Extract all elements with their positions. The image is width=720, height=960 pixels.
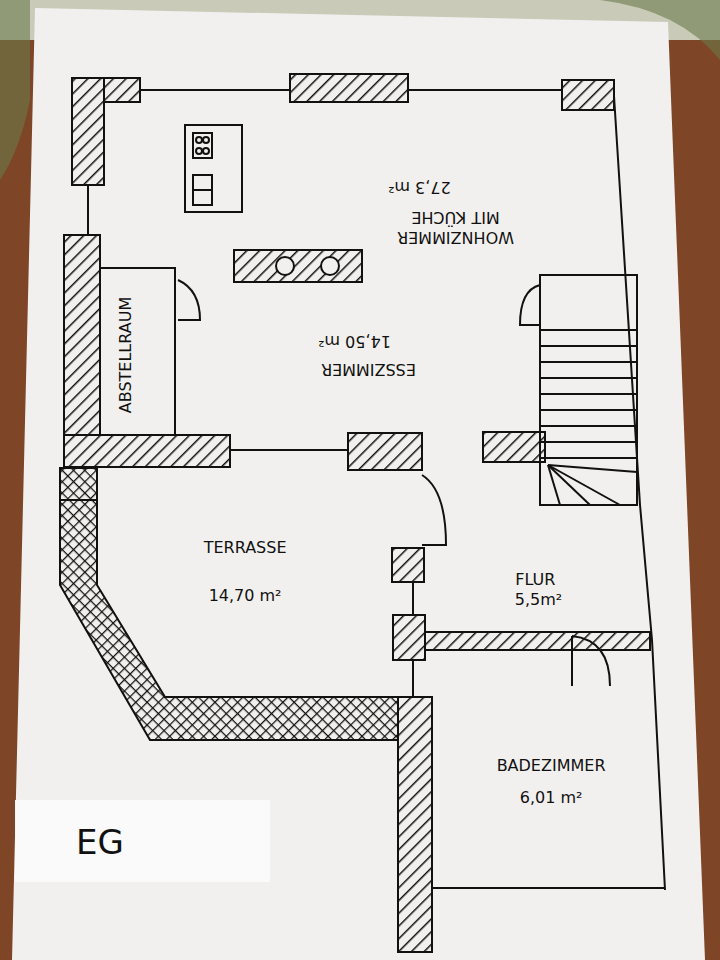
hallway: FLUR5,5m² bbox=[505, 567, 565, 613]
room-name: ABSTELLRAUM bbox=[115, 294, 135, 417]
staircase bbox=[540, 275, 637, 505]
dining-room: ESSZIMMER 14,50 m² bbox=[315, 328, 422, 382]
tablecloth-pattern bbox=[0, 0, 30, 180]
paper-sheet bbox=[12, 8, 705, 960]
floor-label: EG bbox=[76, 822, 124, 862]
kitchen-island bbox=[185, 125, 242, 212]
bathroom: BADEZIMMER 6,01 m² bbox=[491, 753, 612, 811]
storage-room: ABSTELLRAUM bbox=[112, 291, 138, 420]
room-area: 6,01 m² bbox=[494, 788, 609, 808]
room-name: ESSZIMMER bbox=[318, 359, 419, 379]
room-area: 27,3 m² bbox=[388, 177, 523, 197]
room-name: FLUR bbox=[508, 570, 562, 590]
room-name: BADEZIMMER bbox=[494, 756, 609, 776]
walls bbox=[60, 74, 650, 952]
label-patch bbox=[15, 800, 270, 882]
room-name: TERRASSE bbox=[201, 538, 290, 558]
thin-walls bbox=[88, 90, 665, 890]
terrace: TERRASSE 14,70 m² bbox=[198, 535, 293, 609]
room-area: 5,5m² bbox=[508, 590, 562, 610]
chimney bbox=[234, 250, 362, 282]
doors bbox=[178, 280, 610, 686]
room-area: 14,50 m² bbox=[318, 331, 419, 351]
living-kitchen-room: WOHNZIMMER MIT KÜCHE 27,3 m² bbox=[385, 174, 526, 250]
room-name: WOHNZIMMER MIT KÜCHE bbox=[388, 207, 523, 247]
room-area: 14,70 m² bbox=[201, 586, 290, 606]
